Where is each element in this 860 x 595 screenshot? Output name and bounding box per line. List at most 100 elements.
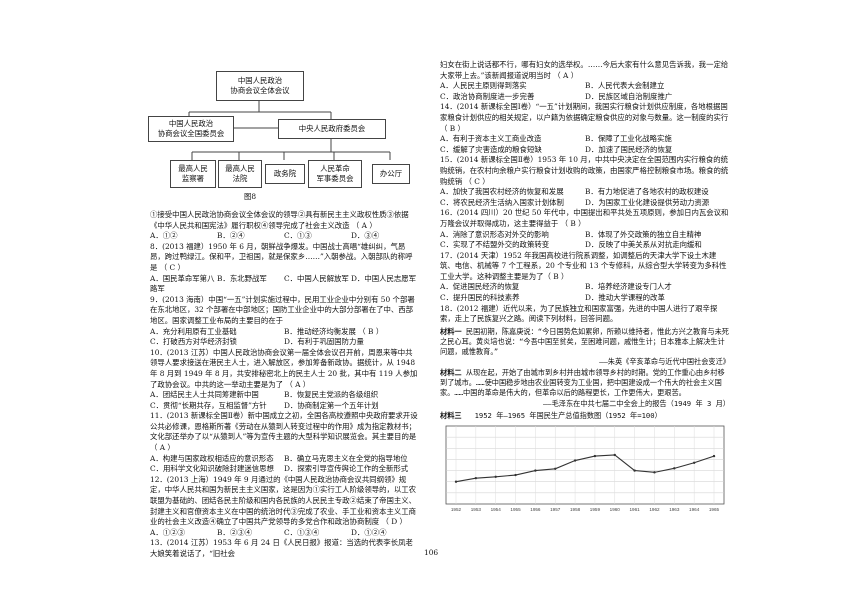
question-text: 17．(2014 天津）1952 年我国高校进行院系调整，如调整后的天津大学下设…	[440, 250, 727, 281]
material-2-label: 材料二	[440, 368, 462, 378]
question-text: 14．(2014 新课标全国Ⅰ卷）“一五”计划期间，我国实行粮食计划供应制度，各…	[440, 102, 729, 133]
answer-option: C．实现了不结盟外交的政策转变	[440, 240, 550, 250]
answer-option: A．人民民主原则得到落实	[440, 81, 527, 91]
answer-option: B．保障了工业化战略实施	[585, 134, 672, 144]
answer-option: C．缓解了灾害造成的粮食短缺	[440, 144, 542, 154]
gnp-data-point	[633, 469, 636, 472]
left-question-list: ①接受中国人民政治协商会议全体会议的领导②具有新民主主义政权性质③依据《中华人民…	[150, 210, 418, 560]
answer-options: A．有利于资本主义工商业改造 B．保障了工业化战略实施	[440, 134, 730, 145]
gnp-data-point	[692, 461, 696, 464]
gnp-data-point	[613, 453, 616, 457]
x-tick-label: 1954	[491, 507, 502, 512]
cppcc-national-committee-box: 中国人民政治 协商会议全国委员会	[148, 116, 234, 142]
answer-option: D．中国人民志愿军	[351, 273, 417, 283]
gnp-series-line	[455, 454, 715, 483]
answer-option: D．有利于巩固国防力量	[284, 337, 364, 347]
central-government-committee-box: 中央人民政府委员会	[278, 119, 386, 139]
answer-option: D．推动大学课程的改革	[585, 293, 665, 303]
question-text: 12．(2013 上海）1949 年 9 月通过的《中国人民政治协商会议共同纲领…	[150, 474, 417, 527]
figure-caption: 图8	[244, 192, 257, 201]
answer-option: C．①③④	[284, 527, 320, 537]
answer-option: C．打破西方对华经济封锁	[150, 337, 237, 347]
material-1-source: ——朱英《辛亥革命与近代中国社会变迁》	[599, 357, 730, 367]
answer-option: B．确立马克思主义在全党的指导地位	[284, 453, 408, 463]
answer-option: C．中国人民解放军	[284, 273, 349, 283]
answer-option: A．促进国民经济的恢复	[440, 282, 520, 292]
x-tick-label: 1961	[629, 507, 640, 512]
answer-option: C．将农民经济生活纳入国家计划体制	[440, 197, 564, 207]
x-tick-label: 1960	[610, 507, 621, 512]
answer-option: C．用科学文化知识破除封建迷信思想	[150, 464, 274, 474]
material-3-header: 材料三 1952 年—1965 年国民生产总值指数图（1952 年=100）	[440, 411, 730, 422]
gnp-data-point	[454, 480, 458, 483]
material-2-source: ——毛泽东在中共七届二中全会上的报告（1949 年 3 月）	[542, 398, 730, 408]
gnp-data-point	[554, 467, 557, 470]
left-column: 中国人民政治 协商会议全体会议 中国人民政治 协商会议全国委员会 中央人民政府委…	[148, 60, 418, 560]
question-text: 16．(2014 四川）20 世纪 50 年代中，中国提出和平共处五项原则，参加…	[440, 208, 729, 228]
answer-option: A．团结民主人士共同筹建新中国	[150, 390, 259, 400]
x-tick-label: 1964	[689, 507, 700, 512]
answer-option: B．②③④	[217, 527, 252, 537]
chart-title: 1952 年—1965 年国民生产总值指数图（1952 年=100）	[474, 411, 662, 421]
page-number: 106	[424, 548, 439, 557]
gnp-data-point	[593, 454, 597, 458]
answer-option: A．国民革命军第八路军	[150, 273, 215, 294]
material-1: 材料一 民国初期，陈嘉庚说：“今日国势危如累卵，所赖以维持者，惟此方兴之教育与未…	[440, 327, 730, 358]
answer-option: A．①②③	[150, 527, 185, 537]
answer-option: A．消除了意识形态对外交的影响	[440, 229, 549, 239]
gnp-data-point	[712, 454, 716, 458]
gnp-data-point	[514, 473, 517, 477]
military-commission-box: 人民革命 军事委员会	[308, 160, 362, 188]
material-1-label: 材料一	[440, 326, 462, 336]
answer-options: C．缓解了灾害造成的粮食短缺 D．加速了国民经济的恢复	[440, 145, 730, 156]
answer-option: A．充分利用原有工业基础	[150, 326, 237, 336]
material-2-text: 从现在起，开始了由城市到乡村并由城市领导乡村的时期。党的工作重心由乡村移到了城市…	[440, 368, 725, 398]
answer-option: A．有利于资本主义工商业改造	[440, 134, 542, 144]
answer-option: C．①③	[284, 231, 312, 241]
answer-option: C．贯彻“长期共存，互相监督”方针	[150, 400, 267, 410]
answer-option: A．①②	[150, 231, 178, 241]
cppcc-plenary-box: 中国人民政治 协商会议全体会议	[216, 71, 304, 101]
right-question-list: 妇女在街上说话都不行，哪有妇女的选举权。……今后大家有什么意见告诉我，我一定给大…	[440, 60, 730, 325]
question-text: 妇女在街上说话都不行，哪有妇女的选举权。……今后大家有什么意见告诉我，我一定给大…	[440, 60, 729, 80]
answer-option: D．③④	[351, 231, 380, 241]
x-tick-label: 1957	[550, 507, 561, 512]
x-tick-label: 1963	[669, 507, 680, 512]
answer-option: D．加速了国民经济的恢复	[585, 144, 673, 154]
right-column: 妇女在街上说话都不行，哪有妇女的选举权。……今后大家有什么意见告诉我，我一定给大…	[440, 60, 730, 517]
government-structure-diagram: 中国人民政治 协商会议全体会议 中国人民政治 协商会议全国委员会 中央人民政府委…	[148, 60, 418, 210]
gnp-data-point	[673, 466, 676, 470]
x-tick-label: 1953	[471, 507, 482, 512]
answer-option: D．①②④	[351, 527, 387, 537]
answer-option: B．东北野战军	[217, 273, 267, 283]
x-tick-label: 1952	[451, 507, 462, 512]
question-text: 9．(2013 海南）中国“一五”计划实施过程中，民用工业企业中分别有 50 个…	[150, 294, 415, 325]
answer-option: B．培养经济建设专门人才	[585, 282, 672, 292]
gnp-data-point	[534, 469, 537, 472]
gnp-data-point	[494, 475, 497, 478]
x-tick-label: 1965	[709, 507, 720, 512]
state-council-box: 政务院	[265, 164, 305, 184]
x-tick-label: 1959	[590, 507, 601, 512]
question-text: 11．(2013 新课标全国Ⅱ卷）新中国成立之初，全国各高校遵照中央政府要求开设…	[150, 411, 418, 453]
x-tick-label: 1962	[649, 507, 660, 512]
question-text: 10．(2013 江苏）中国人民政治协商会议第一届全体会议召开前，周恩来等中共领…	[150, 347, 418, 389]
chart-frame	[445, 425, 725, 505]
answer-option: B．推动经济均衡发展 （ B ）	[284, 326, 384, 336]
gnp-data-point	[653, 470, 656, 474]
answer-option: B．恢复民主党派的各级组织	[284, 390, 379, 400]
question-text: 18．(2012 福建）近代以来，为了民族独立和国家富强，先进的中国人进行了艰辛…	[440, 303, 718, 324]
question-text: 15．(2014 新课标全国Ⅱ卷）1953 年 10 月，中共中央决定在全国范围…	[440, 155, 729, 186]
answer-option: D．民族区域自治制度推广	[585, 91, 673, 101]
supreme-procuratorate-box: 最高人民 监察署	[170, 160, 216, 188]
